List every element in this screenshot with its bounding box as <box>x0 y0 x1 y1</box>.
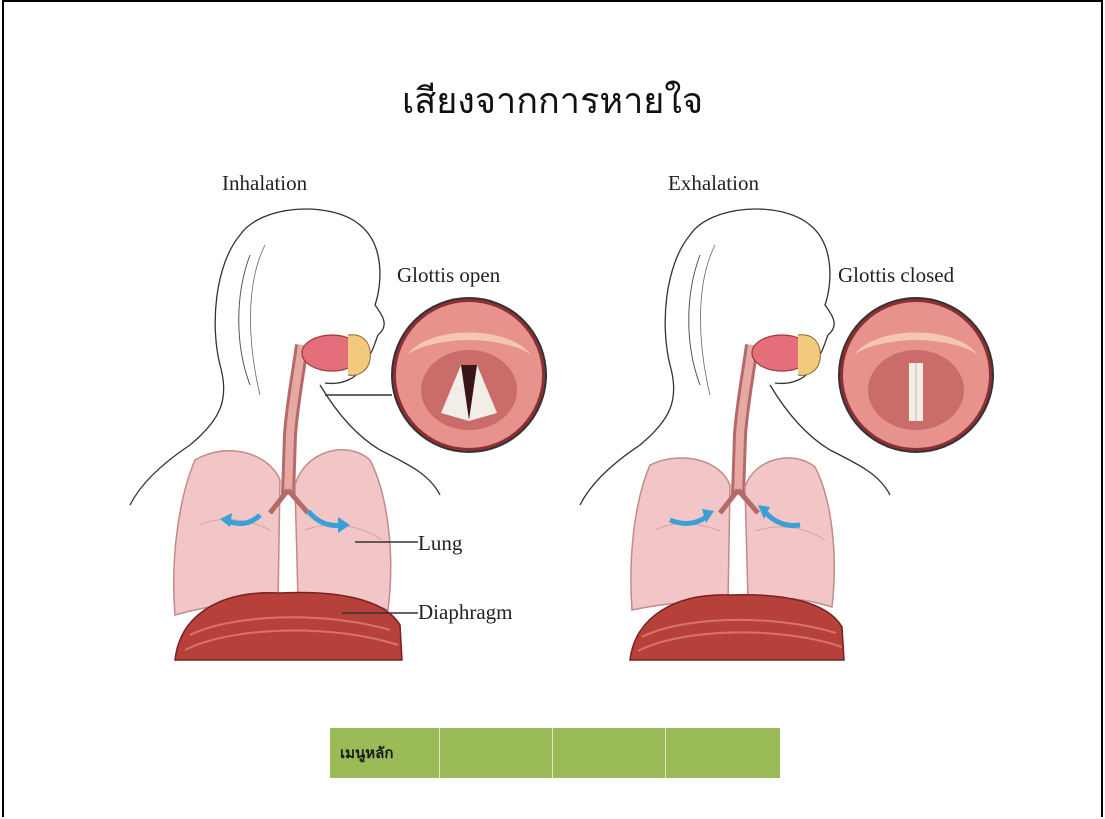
menu-button-3[interactable] <box>553 728 666 778</box>
menu-main-label: เมนูหลัก <box>330 741 393 765</box>
exhalation-heading: Exhalation <box>668 171 759 196</box>
menu-main-button[interactable]: เมนูหลัก <box>330 728 440 778</box>
bottom-menu-bar: เมนูหลัก <box>330 728 780 778</box>
slide-title: เสียงจากการหายใจ <box>0 72 1105 129</box>
glottis-open-icon <box>389 295 549 455</box>
inhalation-heading: Inhalation <box>222 171 307 196</box>
glottis-closed-icon <box>836 295 996 455</box>
menu-button-2[interactable] <box>440 728 553 778</box>
menu-button-4[interactable] <box>666 728 780 778</box>
